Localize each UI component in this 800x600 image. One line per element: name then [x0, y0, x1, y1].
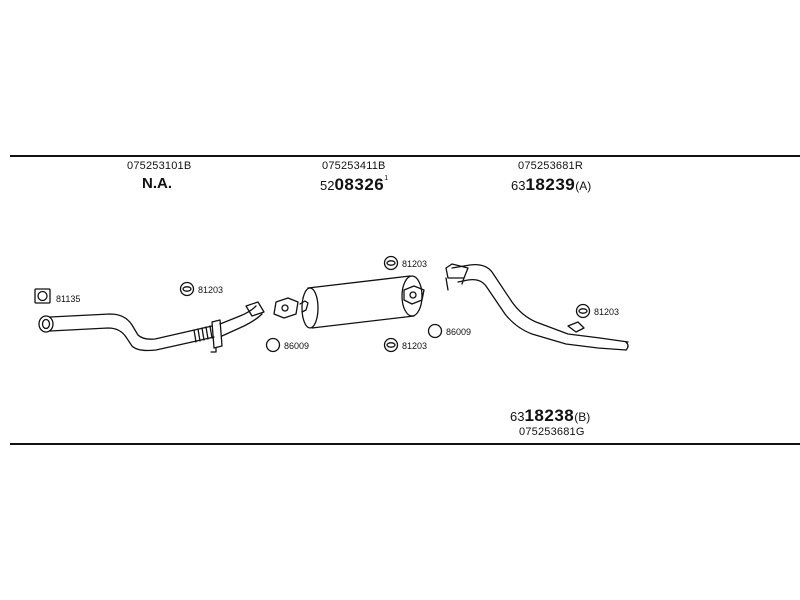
part-mark: 1	[384, 175, 389, 182]
hanger-label: 81203	[198, 285, 224, 295]
part-main: 18239	[525, 175, 576, 194]
oem-number-rear-pipe-a: 075253681R	[518, 160, 584, 172]
part-main: 08326	[334, 175, 385, 194]
top-rule	[10, 155, 800, 157]
part-number-rear-pipe-b: 6318238(B)	[510, 406, 590, 426]
part-prefix: 63	[511, 178, 526, 193]
hanger-label: 81203	[402, 341, 428, 351]
oem-number-middle-silencer: 075253411B	[322, 160, 386, 172]
oem-number-rear-pipe-b: 075253681G	[519, 426, 585, 438]
hanger-label: 81203	[594, 307, 620, 317]
part-prefix: 52	[320, 178, 335, 193]
part-main: 18238	[524, 406, 575, 425]
clamp-icon	[34, 288, 51, 304]
part-number-front-pipe: N.A.	[142, 175, 172, 192]
hanger-icon	[179, 281, 195, 297]
rear-pipe-drawing	[445, 263, 629, 351]
hanger-icon	[383, 337, 399, 353]
hanger-icon	[575, 303, 591, 319]
sealing-ring-icons	[265, 323, 443, 353]
bottom-rule	[10, 443, 800, 445]
part-number-rear-pipe-a: 6318239(A)	[511, 175, 591, 195]
oem-number-front-pipe: 075253101B	[127, 160, 192, 172]
sealing-ring-label: 86009	[446, 327, 472, 337]
hanger-icon	[383, 255, 399, 271]
part-number-middle-silencer: 52083261	[320, 175, 388, 195]
part-suffix: (B)	[574, 410, 591, 424]
middle-silencer-drawing	[273, 275, 425, 329]
hanger-icons	[179, 255, 591, 353]
front-pipe-drawing	[38, 301, 265, 353]
clamp-label: 81135	[56, 294, 81, 304]
hanger-label: 81203	[402, 259, 428, 269]
sealing-ring-label: 86009	[284, 341, 310, 351]
sealing-ring-icon	[427, 323, 443, 339]
part-prefix: 63	[510, 409, 525, 424]
sealing-ring-icon	[265, 337, 281, 353]
part-suffix: (A)	[575, 179, 592, 193]
